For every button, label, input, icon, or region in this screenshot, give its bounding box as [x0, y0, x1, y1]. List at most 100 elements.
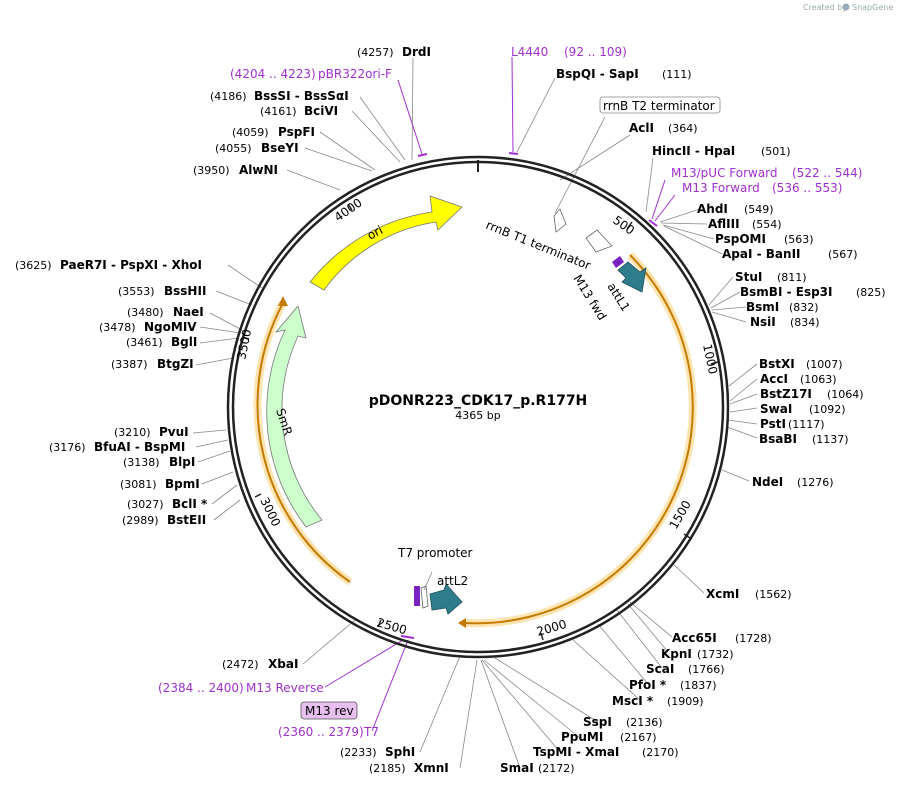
- enzyme-name: NaeI: [173, 305, 204, 319]
- enzyme-name: PspOMI: [715, 232, 766, 246]
- enzyme-pos: (834): [790, 316, 820, 329]
- enzyme-pos: (1092): [809, 403, 846, 416]
- m13rev-mark: [414, 586, 420, 606]
- enzyme-name: XbaI: [268, 657, 298, 671]
- enzyme-pos: (1766): [688, 663, 725, 676]
- primer-name: pBR322ori-F: [318, 67, 392, 81]
- enzyme-name: BspQI - SapI: [556, 67, 639, 81]
- enzyme-pos: (563): [784, 233, 814, 246]
- enzyme-name: DrdI: [402, 45, 431, 59]
- enzyme-pos: (2167): [620, 731, 657, 744]
- enzyme-pos: (4059): [232, 126, 269, 139]
- ori-label: ori: [365, 223, 385, 243]
- enzyme-pos: (549): [744, 203, 774, 216]
- t7-promoter-connector: [423, 571, 433, 591]
- enzyme-pos: (4055): [215, 142, 252, 155]
- primer-range: (4204 .. 4223): [230, 67, 316, 81]
- enzyme-pos: (1064): [827, 388, 864, 401]
- enzyme-name: NgoMIV: [144, 320, 197, 334]
- enzyme-pos: (3176): [49, 441, 86, 454]
- enzyme-name: BtgZI: [157, 357, 194, 371]
- enzyme-pos: (4186): [210, 90, 247, 103]
- enzyme-name: AlwNI: [239, 163, 278, 177]
- enzyme-labels: (4257) DrdI (4186) BssSI - BssSαI (4161)…: [15, 45, 886, 775]
- attl1-feature: [617, 261, 647, 293]
- enzyme-name: SwaI: [760, 402, 792, 416]
- enzyme-pos: (2989): [122, 514, 159, 527]
- snapgene-logo-icon: [842, 3, 850, 11]
- enzyme-pos: (3210): [114, 426, 151, 439]
- backbone-outer: [226, 155, 730, 659]
- enzyme-name: AhdI: [697, 202, 728, 216]
- primer-name: M13 Forward: [682, 181, 760, 195]
- rrnb-t2-label: rrnB T2 terminator: [603, 99, 715, 113]
- enzyme-pos: (811): [777, 271, 807, 284]
- plasmid-title: pDONR223_CDK17_p.R177H: [369, 393, 588, 409]
- primer-marks: [400, 152, 658, 639]
- enzyme-name: BpmI: [165, 477, 200, 491]
- enzyme-name: BglI: [171, 335, 197, 349]
- enzyme-name: StuI: [735, 270, 762, 284]
- enzyme-name: TspMI - XmaI: [533, 745, 619, 759]
- ori-feature: [309, 195, 463, 291]
- smr-feature: [266, 305, 323, 528]
- enzyme-name: AflIII: [708, 217, 740, 231]
- enzyme-name: AccI: [760, 372, 788, 386]
- primer-name: M13/pUC Forward: [671, 166, 778, 180]
- enzyme-name: KpnI: [661, 647, 692, 661]
- attl2-label: attL2: [437, 574, 468, 588]
- enzyme-name: BstXI: [759, 357, 795, 371]
- enzyme-name: ScaI: [646, 662, 674, 676]
- enzyme-name: BsaBI: [759, 432, 797, 446]
- rrnb-t1-label: rrnB T1 terminator: [484, 218, 593, 273]
- t7-promoter-label: T7 promoter: [397, 546, 473, 560]
- enzyme-name: BseYI: [261, 141, 299, 155]
- primer-range: (2384 .. 2400): [158, 681, 244, 695]
- enzyme-pos: (2472): [222, 658, 259, 671]
- enzyme-name: BstZ17I: [760, 387, 812, 401]
- enzyme-pos: (2170): [642, 746, 679, 759]
- enzyme-pos: (1562): [755, 588, 792, 601]
- rrnb-t2-box: [599, 96, 721, 114]
- enzyme-pos: (2233): [340, 746, 377, 759]
- enzyme-name: BssHII: [164, 284, 206, 298]
- enzyme-pos: (1063): [800, 373, 837, 386]
- enzyme-pos: (2136): [626, 716, 663, 729]
- enzyme-name: BlpI: [169, 455, 195, 469]
- primer-lines: [324, 56, 676, 732]
- enzyme-name: BsmI: [746, 300, 779, 314]
- plasmid-length: 4365 bp: [455, 409, 500, 422]
- enzyme-name: NdeI: [752, 475, 783, 489]
- enzyme-name: BsmBI - Esp3I: [740, 285, 832, 299]
- connector-lines: [192, 57, 758, 769]
- primer-name: M13 Reverse: [246, 681, 324, 695]
- enzyme-pos: (501): [761, 145, 791, 158]
- enzyme-name: PpuMI: [561, 730, 603, 744]
- enzyme-pos: (3138): [123, 456, 160, 469]
- m13fwd-label: M13 fwd: [570, 272, 609, 323]
- svg-text:3500: 3500: [234, 328, 254, 361]
- enzyme-name: XmnI: [414, 761, 449, 775]
- primer-name: L4440: [511, 45, 548, 59]
- enzyme-pos: (1909): [667, 695, 704, 708]
- credit-brand: SnapGene: [852, 3, 893, 12]
- enzyme-pos: (3950): [193, 164, 230, 177]
- enzyme-pos: (825): [856, 286, 886, 299]
- enzyme-name: PspFI: [278, 125, 315, 139]
- enzyme-pos: (1117): [788, 418, 825, 431]
- enzyme-name: XcmI: [706, 587, 739, 601]
- enzyme-name: PvuI: [159, 425, 189, 439]
- enzyme-pos: (3027): [127, 498, 164, 511]
- enzyme-pos: (1728): [735, 632, 772, 645]
- enzyme-name: PfoI *: [629, 678, 667, 692]
- enzyme-name: MscI *: [612, 694, 654, 708]
- enzyme-pos: (567): [828, 248, 858, 261]
- enzyme-pos: (3081): [120, 478, 157, 491]
- enzyme-name: BstEII: [167, 513, 206, 527]
- enzyme-name: BssSI - BssSαI: [254, 89, 349, 103]
- enzyme-pos: (832): [789, 301, 819, 314]
- primer-range: (522 .. 544): [792, 166, 862, 180]
- enzyme-pos: (1732): [697, 648, 734, 661]
- primer-range: (92 .. 109): [564, 45, 627, 59]
- enzyme-name: Acc65I: [672, 631, 717, 645]
